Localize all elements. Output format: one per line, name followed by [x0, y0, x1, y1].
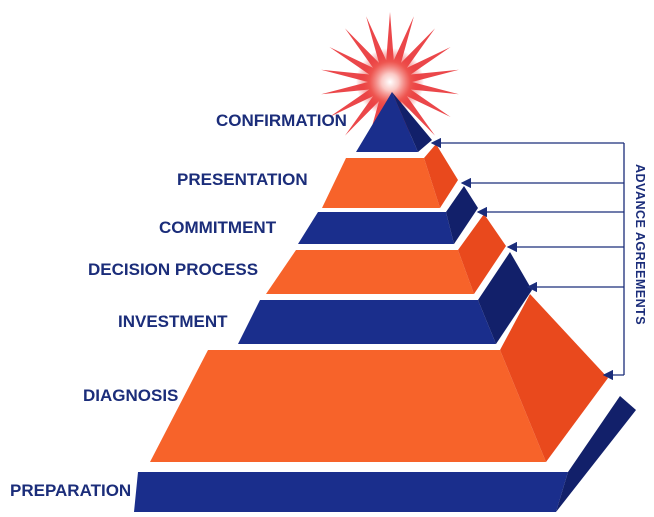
- advance-agreements-label: ADVANCE AGREEMENTS: [633, 164, 647, 325]
- label-commitment: COMMITMENT: [159, 218, 277, 237]
- level-diagnosis: [150, 294, 608, 462]
- level-confirmation: [356, 92, 432, 152]
- level-presentation: [322, 144, 458, 208]
- label-decision-process: DECISION PROCESS: [88, 260, 258, 279]
- level-decision-process: [266, 214, 506, 294]
- label-confirmation: CONFIRMATION: [216, 111, 347, 130]
- level-commitment: [298, 186, 478, 244]
- starburst-icon: [321, 12, 459, 152]
- label-preparation: PREPARATION: [10, 481, 131, 500]
- label-diagnosis: DIAGNOSIS: [83, 386, 178, 405]
- label-investment: INVESTMENT: [118, 312, 228, 331]
- level-preparation: [134, 396, 636, 512]
- advance-agreements-bracket: [430, 137, 625, 381]
- level-investment: [238, 252, 532, 344]
- label-presentation: PRESENTATION: [177, 170, 308, 189]
